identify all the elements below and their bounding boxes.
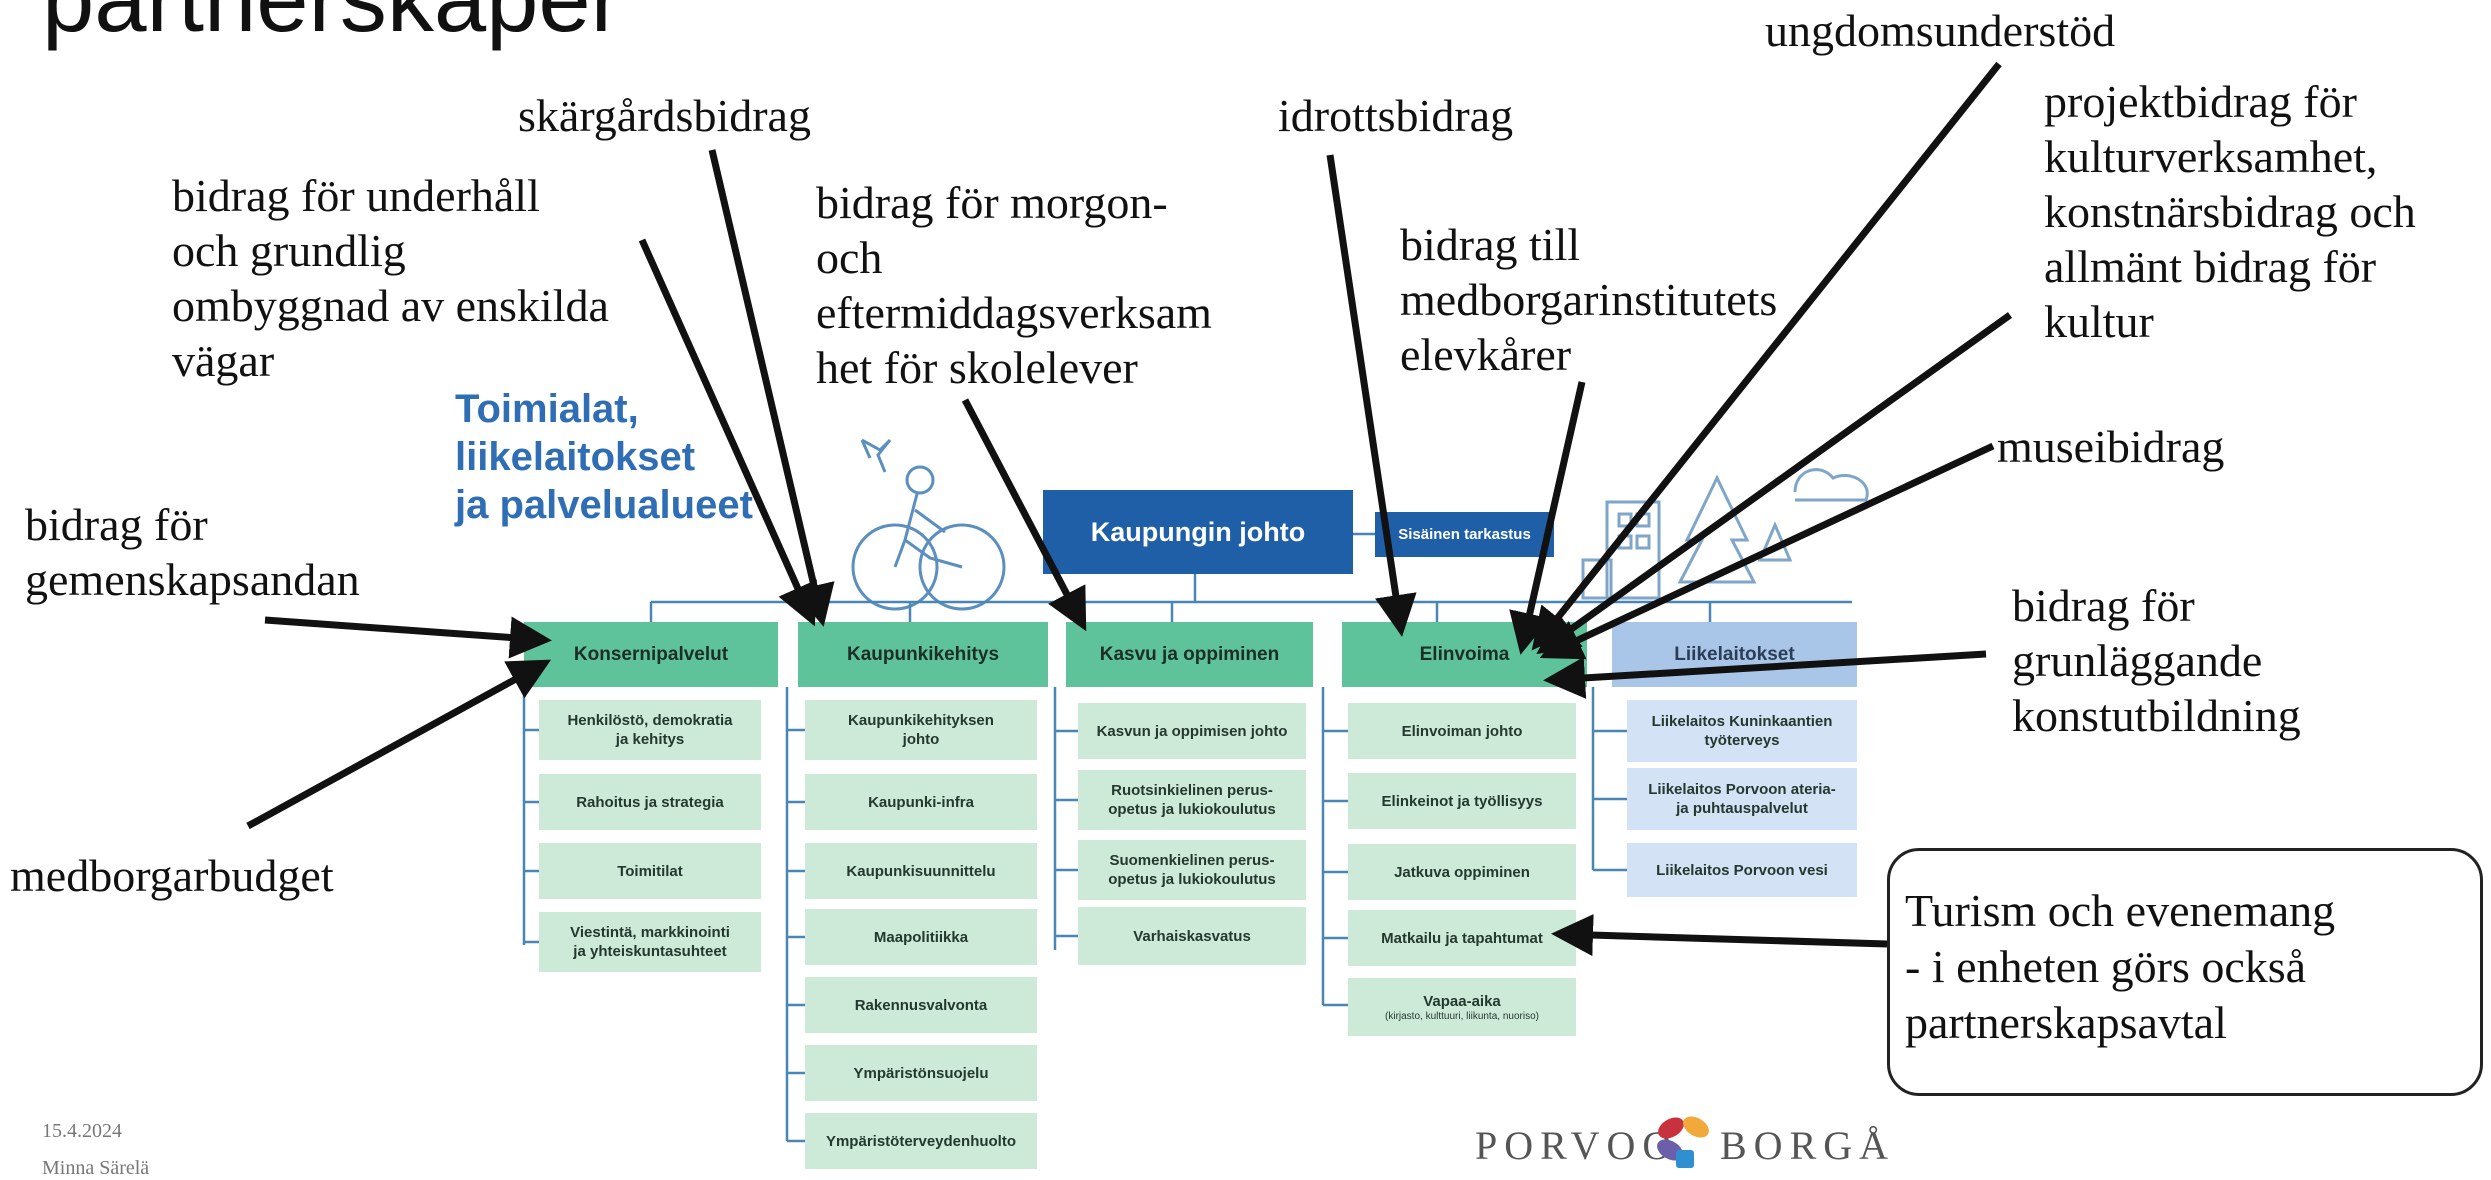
top-management-box: Kaupungin johto bbox=[1043, 490, 1353, 574]
org-chart-heading: Toimialat, liikelaitokset ja palvelualue… bbox=[455, 385, 753, 529]
org-item: Suomenkielinen perus- opetus ja lukiokou… bbox=[1078, 840, 1306, 900]
org-item-label: Vapaa-aika bbox=[1423, 992, 1501, 1010]
label-line: och bbox=[816, 232, 883, 283]
org-item: Elinvoiman johto bbox=[1348, 703, 1576, 759]
label-line: allmänt bidrag för bbox=[2044, 241, 2377, 292]
arrow-callout bbox=[1551, 914, 1888, 957]
label-line: gemenskapsandan bbox=[25, 554, 360, 605]
label-line: bidrag till bbox=[1400, 219, 1581, 270]
slide-date: 15.4.2024 bbox=[42, 1120, 122, 1142]
org-item: Kaupunkisuunnittelu bbox=[805, 843, 1037, 899]
label-line: bidrag för bbox=[25, 499, 208, 550]
label-line: grunläggande bbox=[2012, 635, 2263, 686]
label-line: bidrag för underhåll bbox=[172, 170, 540, 221]
label-line: het för skolelever bbox=[816, 342, 1138, 393]
arrow-projektbidrag bbox=[1536, 312, 2013, 655]
org-item: Ympäristönsuojelu bbox=[805, 1045, 1037, 1101]
label-gemenskapsandan: bidrag för gemenskapsandan bbox=[25, 497, 360, 607]
callout-text: Turism och evenemang - i enheten görs oc… bbox=[1905, 883, 2335, 1051]
label-line: och grundlig bbox=[172, 225, 406, 276]
label-ungdomsunderstod: ungdomsunderstöd bbox=[1765, 5, 2116, 56]
callout-line: Turism och evenemang bbox=[1905, 885, 2336, 936]
callout-box bbox=[1887, 848, 2483, 1096]
arrow-medborgarinstitut bbox=[1509, 381, 1586, 655]
label-konstutbildning: bidrag för grunläggande konstutbildning bbox=[2012, 578, 2301, 743]
label-morgon-eftermiddag: bidrag för morgon- och eftermiddagsverks… bbox=[816, 175, 1212, 395]
label-projektbidrag: projektbidrag för kulturverksamhet, kons… bbox=[2044, 74, 2416, 349]
label-museibidrag: museibidrag bbox=[1997, 421, 2225, 472]
org-item: Maapolitiikka bbox=[805, 909, 1037, 965]
org-item: Elinkeinot ja työllisyys bbox=[1348, 773, 1576, 829]
arrow-idrottsbidrag bbox=[1326, 154, 1417, 637]
org-item: Toimitilat bbox=[539, 843, 761, 899]
arrow-gemenskapsandan bbox=[264, 616, 552, 659]
org-item: Rakennusvalvonta bbox=[805, 977, 1037, 1033]
org-header-konsernipalvelut: Konsernipalvelut bbox=[524, 622, 778, 687]
org-header-kaupunkikehitys: Kaupunkikehitys bbox=[798, 622, 1048, 687]
label-line: vägar bbox=[172, 335, 275, 386]
label-medborgarbudget: medborgarbudget bbox=[10, 850, 334, 901]
org-chart-heading-line: ja palvelualueet bbox=[455, 483, 753, 527]
org-item-vapaa-aika: Vapaa-aika (kirjasto, kulttuuri, liikunt… bbox=[1348, 978, 1576, 1036]
arrow-konstutbildning bbox=[1543, 650, 1987, 699]
callout-line: - i enheten görs också bbox=[1905, 941, 2307, 992]
org-item: Kaupunkikehityksen johto bbox=[805, 700, 1037, 760]
logo-text-porvoo: PORVOO bbox=[1475, 1123, 1679, 1168]
label-line: eftermiddagsverksam bbox=[816, 287, 1212, 338]
label-line: konstutbildning bbox=[2012, 690, 2301, 741]
org-item: Ruotsinkielinen perus- opetus ja lukioko… bbox=[1078, 770, 1306, 830]
slide-title: partnerskaper bbox=[42, 0, 622, 46]
org-item: Henkilöstö, demokratia ja kehitys bbox=[539, 700, 761, 760]
label-skargardsbidrag: skärgårdsbidrag bbox=[518, 90, 811, 141]
label-underhall: bidrag för underhåll och grundlig ombygg… bbox=[172, 168, 609, 388]
callout-line: partnerskapsavtal bbox=[1905, 997, 2227, 1048]
label-line: kulturverksamhet, bbox=[2044, 131, 2378, 182]
org-item: Matkailu ja tapahtumat bbox=[1348, 910, 1576, 966]
label-line: kultur bbox=[2044, 296, 2154, 347]
label-line: bidrag för bbox=[2012, 580, 2195, 631]
label-idrottsbidrag: idrottsbidrag bbox=[1278, 90, 1514, 141]
org-item: Kaupunki-infra bbox=[805, 774, 1037, 830]
org-item: Liikelaitos Porvoon ateria- ja puhtauspa… bbox=[1627, 768, 1857, 830]
org-item: Liikelaitos Kuninkaantien työterveys bbox=[1627, 700, 1857, 762]
label-line: projektbidrag för bbox=[2044, 76, 2357, 127]
arrow-museibidrag bbox=[1539, 442, 1995, 660]
org-chart-heading-line: Toimialat, bbox=[455, 387, 639, 431]
org-item: Jatkuva oppiminen bbox=[1348, 844, 1576, 900]
label-line: bidrag för morgon- bbox=[816, 177, 1168, 228]
org-item: Ympäristöterveydenhuolto bbox=[805, 1113, 1037, 1169]
org-item: Kasvun ja oppimisen johto bbox=[1078, 703, 1306, 759]
cyclist-icon bbox=[851, 438, 1006, 611]
org-item: Viestintä, markkinointi ja yhteiskuntasu… bbox=[539, 912, 761, 972]
label-line: ombyggnad av enskilda bbox=[172, 280, 609, 331]
label-line: elevkårer bbox=[1400, 329, 1572, 380]
org-item-note: (kirjasto, kulttuuri, liikunta, nuoriso) bbox=[1385, 1010, 1539, 1022]
arrow-ungdomsunderstod bbox=[1531, 61, 2002, 651]
logo-text-borga: BORGÅ bbox=[1720, 1123, 1896, 1168]
label-medborgarinstitut: bidrag till medborgarinstitutets elevkår… bbox=[1400, 217, 1777, 382]
org-item: Varhaiskasvatus bbox=[1078, 907, 1306, 965]
arrow-medborgarbudget bbox=[246, 659, 552, 830]
arrow-underhall bbox=[638, 238, 817, 627]
org-header-kasvu-ja-oppiminen: Kasvu ja oppiminen bbox=[1066, 622, 1313, 687]
org-item: Liikelaitos Porvoon vesi bbox=[1627, 843, 1857, 897]
org-item: Rahoitus ja strategia bbox=[539, 774, 761, 830]
label-line: medborgarinstitutets bbox=[1400, 274, 1778, 325]
internal-audit-box: Sisäinen tarkastus bbox=[1375, 512, 1554, 557]
arrow-skargardsbidrag bbox=[708, 149, 835, 627]
label-line: konstnärsbidrag och bbox=[2044, 186, 2416, 237]
arrow-morgon bbox=[961, 398, 1087, 632]
org-chart-heading-line: liikelaitokset bbox=[455, 435, 696, 479]
